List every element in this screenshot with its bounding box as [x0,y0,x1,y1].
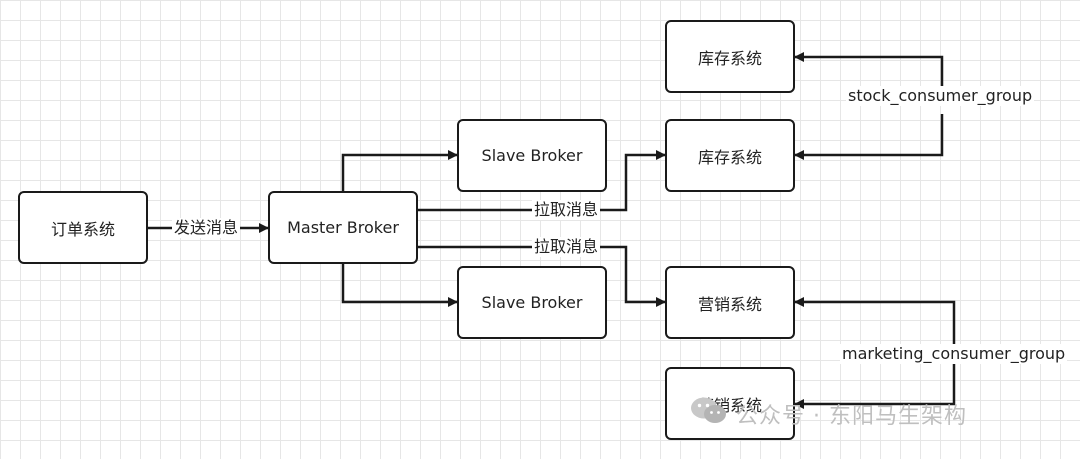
marketing-system-node-1: 营销系统 [665,266,795,339]
pull-message-label-top: 拉取消息 [532,200,601,220]
send-message-label: 发送消息 [172,218,241,238]
marketing-system-node-2: 营销系统 [665,367,795,440]
inventory-system-node-1: 库存系统 [665,20,795,93]
arrow-pull-to-marketing [418,245,666,307]
wechat-icon [690,396,728,432]
arrow-marketing-group-to-marketing-1 [794,297,956,344]
arrow-master-to-slave-bottom [341,264,458,307]
inventory-system-node-2: 库存系统 [665,119,795,192]
arrow-master-to-slave-top [341,150,458,191]
order-system-node: 订单系统 [18,191,148,264]
slave-broker-top-node: Slave Broker [457,119,607,192]
master-broker-node: Master Broker [268,191,418,264]
arrow-stock-group-to-inventory-2 [794,114,944,160]
arrow-pull-to-inventory [418,150,666,212]
arrow-marketing-group-to-marketing-2 [794,364,956,409]
slave-broker-bottom-node: Slave Broker [457,266,607,339]
arrow-stock-group-to-inventory-1 [794,52,944,96]
stock-consumer-group-label: stock_consumer_group [846,86,1035,106]
pull-message-label-bottom: 拉取消息 [532,237,601,257]
marketing-consumer-group-label: marketing_consumer_group [840,344,1068,364]
watermark-text: 公众号 · 东阳马生架构 [736,404,967,429]
watermark: 公众号 · 东阳马生架构 [690,396,967,432]
